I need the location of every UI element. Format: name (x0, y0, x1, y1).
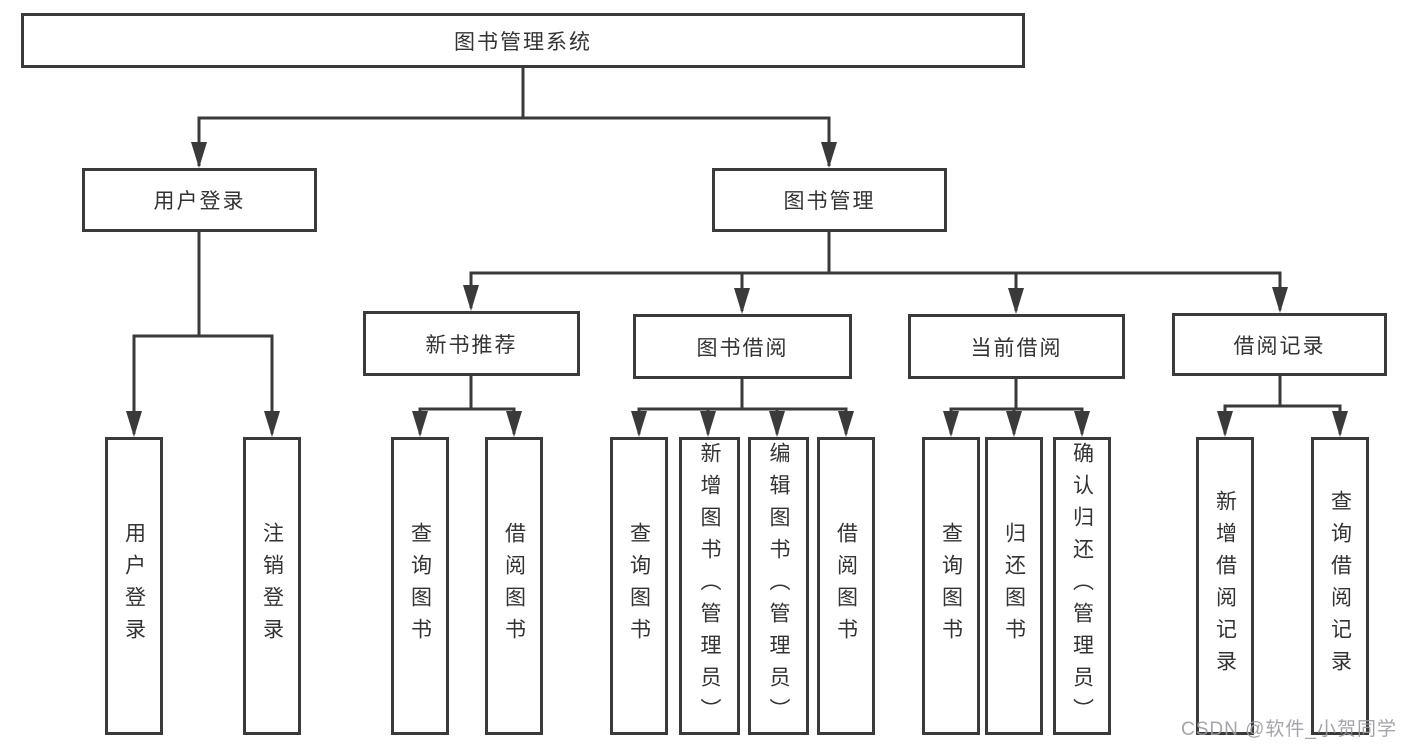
node-label: 图书管理 (783, 190, 876, 213)
node-label: 查询图书 (939, 522, 963, 650)
node-borrow-records: 借阅记录 (1172, 313, 1387, 376)
leaf-user-login: 用户登录 (105, 437, 163, 735)
node-book-borrow: 图书借阅 (633, 314, 852, 379)
node-label: 图书借阅 (696, 336, 789, 360)
leaf-add-books-admin: 新增图书（管理员） (679, 437, 740, 735)
node-label: 图书管理系统 (454, 30, 592, 54)
node-library-management-system: 图书管理系统 (21, 13, 1025, 68)
leaf-add-borrow-record: 新增借阅记录 (1196, 437, 1254, 735)
leaf-search-books-borrow: 查询图书 (610, 437, 668, 735)
leaf-confirm-return-admin: 确认归还（管理员） (1053, 437, 1111, 735)
node-label: 用户登录 (153, 190, 246, 213)
node-label: 新增图书（管理员） (698, 442, 721, 730)
node-label: 注销登录 (260, 522, 284, 650)
node-label: 借阅记录 (1233, 334, 1326, 358)
node-label: 新书推荐 (425, 333, 518, 357)
leaf-search-books-current: 查询图书 (922, 437, 980, 735)
node-label: 查询借阅记录 (1328, 490, 1352, 682)
csdn-watermark: CSDN @软件_小贺同学 (1181, 719, 1397, 740)
node-label: 借阅图书 (834, 522, 858, 650)
leaf-borrow-books-recommend: 借阅图书 (485, 437, 543, 735)
node-label: 当前借阅 (970, 336, 1063, 360)
node-label: 确认归还（管理员） (1070, 442, 1094, 730)
node-label: 查询图书 (408, 522, 432, 650)
leaf-search-books-recommend: 查询图书 (391, 437, 449, 735)
node-book-management: 图书管理 (712, 168, 947, 232)
node-new-book-recommend: 新书推荐 (363, 311, 580, 376)
node-label: 归还图书 (1002, 522, 1026, 650)
node-label: 查询图书 (627, 522, 651, 650)
connector-arrowheads (126, 142, 1348, 437)
node-label: 新增借阅记录 (1213, 490, 1237, 682)
leaf-return-books: 归还图书 (985, 437, 1043, 735)
node-label: 借阅图书 (502, 522, 526, 650)
node-label: 用户登录 (122, 522, 146, 650)
node-label: 编辑图书（管理员） (767, 442, 790, 730)
node-current-borrow: 当前借阅 (908, 314, 1125, 379)
leaf-search-borrow-record: 查询借阅记录 (1311, 437, 1369, 735)
leaf-borrow-books: 借阅图书 (817, 437, 875, 735)
node-user-login: 用户登录 (82, 168, 317, 232)
leaf-logout-login: 注销登录 (243, 437, 301, 735)
connector-paths (132, 68, 1342, 434)
leaf-edit-books-admin: 编辑图书（管理员） (748, 437, 809, 735)
